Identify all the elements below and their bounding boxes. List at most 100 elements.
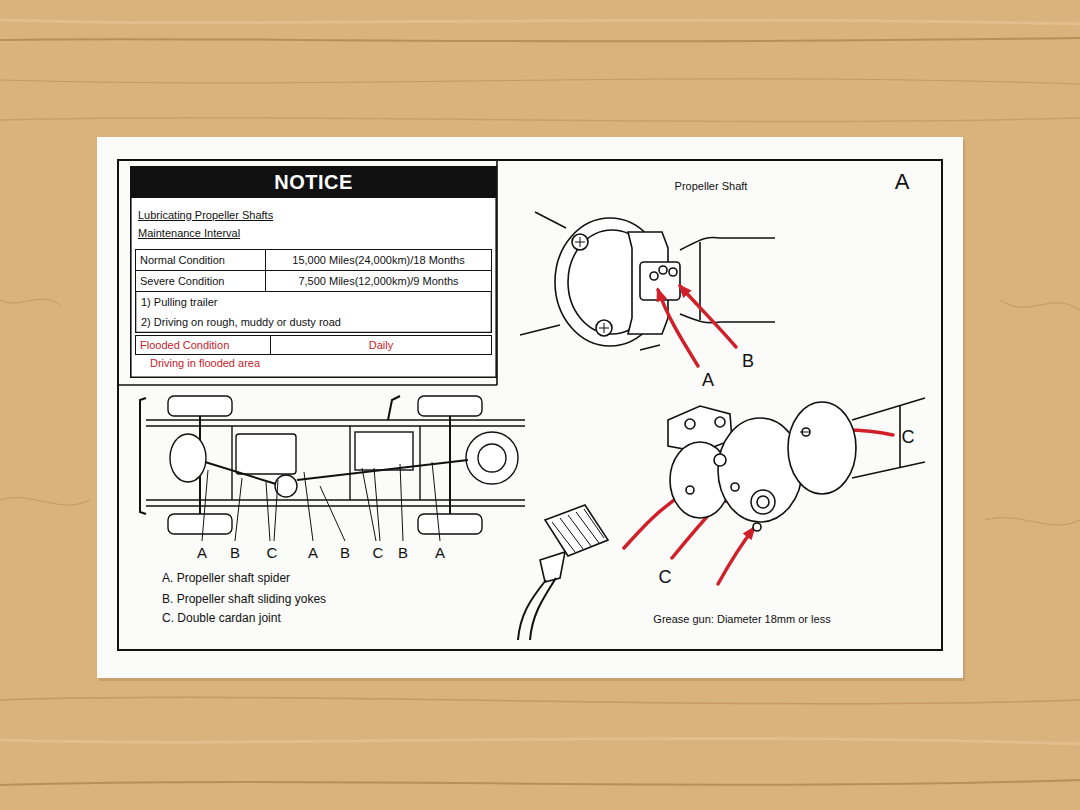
chassis-diagram	[168, 396, 232, 416]
double-cardan-figure	[685, 419, 695, 429]
box-text: Driving in flooded area	[150, 356, 260, 370]
grease-gun-nozzle	[518, 505, 608, 640]
callout-letter: C	[659, 568, 672, 588]
chassis-diagram	[449, 416, 451, 514]
table-cell: Daily	[270, 335, 492, 355]
note-text: Grease gun: Diameter 18mm or less	[653, 613, 830, 625]
callout-letter: C	[902, 428, 915, 448]
chassis-diagram	[146, 500, 525, 506]
universal-joint-figure	[575, 237, 585, 247]
grease-gun-nozzle	[530, 578, 556, 640]
universal-joint-figure	[572, 234, 588, 250]
double-cardan-figure	[753, 523, 761, 531]
double-cardan-figure	[852, 462, 925, 478]
box-text: Flooded Condition	[140, 338, 229, 352]
double-cardan-figure	[800, 432, 810, 433]
leader-line	[202, 470, 208, 541]
wood-background	[1000, 300, 1080, 310]
grease-gun-nozzle	[540, 552, 565, 582]
box-text: 7,500 Miles(12,000km)/9 Months	[298, 274, 458, 288]
chassis-diagram	[297, 460, 468, 480]
notice-heading: NOTICE	[274, 170, 353, 194]
box-text: Normal Condition	[140, 253, 225, 267]
callout-letter: A	[197, 545, 207, 562]
wood-background	[0, 299, 60, 305]
box-text: 2) Driving on rough, muddy or dusty road	[141, 315, 341, 329]
notice-panel: Lubricating Propeller Shafts Maintenance…	[130, 166, 497, 378]
callout-letter: C	[373, 545, 384, 562]
red-arrow	[718, 528, 754, 584]
leader-line	[304, 472, 313, 541]
wood-background	[0, 38, 1080, 41]
leader-line	[266, 480, 278, 541]
chassis-diagram	[418, 514, 482, 534]
sticker-card	[97, 137, 965, 681]
double-cardan-figure	[757, 496, 769, 508]
table-cell: Flooded Condition	[135, 335, 271, 355]
box-text: Severe Condition	[140, 274, 224, 288]
chassis-diagram	[275, 475, 297, 497]
callout-letter: B	[742, 352, 754, 372]
callout-letter: C	[267, 545, 278, 562]
leader-line	[202, 462, 440, 541]
chassis-diagram	[466, 432, 518, 484]
double-cardan-figure	[852, 398, 925, 420]
sticker-card	[118, 384, 497, 386]
universal-joint-figure	[520, 325, 560, 335]
box-text: Daily	[369, 338, 393, 352]
leader-line	[432, 462, 440, 541]
figure-title: Propeller Shaft	[675, 180, 748, 192]
chassis-diagram	[478, 444, 506, 472]
table-cell: Severe Condition	[135, 270, 266, 292]
wood-background	[0, 79, 1080, 84]
interval-table: 1) Pulling trailer2) Driving on rough, m…	[135, 249, 492, 333]
universal-joint-figure	[520, 212, 775, 350]
table-cell: 15,000 Miles(24,000km)/18 Months	[265, 249, 492, 271]
universal-joint-figure	[599, 323, 609, 333]
key-text: B. Propeller shaft sliding yokes	[162, 593, 326, 606]
chassis-diagram	[146, 420, 525, 426]
grease-gun-nozzle	[552, 509, 604, 552]
callout-letter: A	[435, 545, 445, 562]
wood-background	[0, 697, 1080, 703]
double-cardan-figure	[731, 483, 739, 491]
universal-joint-figure	[650, 272, 658, 280]
red-arrow	[680, 286, 736, 347]
chassis-diagram	[355, 432, 413, 470]
red-arrow	[624, 286, 893, 584]
double-cardan-figure	[751, 490, 775, 514]
chassis-diagram	[168, 514, 232, 534]
key-text: C. Double cardan joint	[162, 612, 281, 625]
wood-background	[985, 518, 1080, 525]
chassis-diagram	[418, 396, 482, 416]
wood-background	[0, 118, 1080, 122]
double-cardan-figure	[668, 398, 925, 531]
double-cardan-figure	[715, 417, 725, 427]
callout-letter: A	[308, 545, 318, 562]
wood-background	[0, 780, 1080, 785]
double-cardan-figure	[686, 486, 694, 494]
sticker-card	[97, 137, 963, 678]
universal-joint-figure	[596, 320, 612, 336]
leader-line	[235, 478, 242, 541]
chassis-diagram	[388, 396, 400, 420]
double-cardan-figure	[714, 454, 726, 466]
table-cell: 7,500 Miles(12,000km)/9 Months	[265, 270, 492, 292]
box-text: 15,000 Miles(24,000km)/18 Months	[292, 253, 464, 267]
panel-letter: A	[895, 170, 910, 194]
key-text: A. Propeller shaft spider	[162, 572, 290, 585]
callout-letter: B	[340, 545, 350, 562]
chassis-diagram	[232, 426, 420, 500]
callout-letter: A	[702, 371, 714, 391]
table-cell: Normal Condition	[135, 249, 266, 271]
universal-joint-figure	[640, 345, 660, 350]
sticker-card	[118, 160, 942, 650]
universal-joint-figure	[669, 268, 677, 276]
notice-band: NOTICE	[130, 166, 497, 198]
chassis-diagram	[170, 434, 206, 482]
callout-letter: B	[398, 545, 408, 562]
universal-joint-figure	[659, 266, 667, 274]
leader-line	[320, 486, 345, 541]
